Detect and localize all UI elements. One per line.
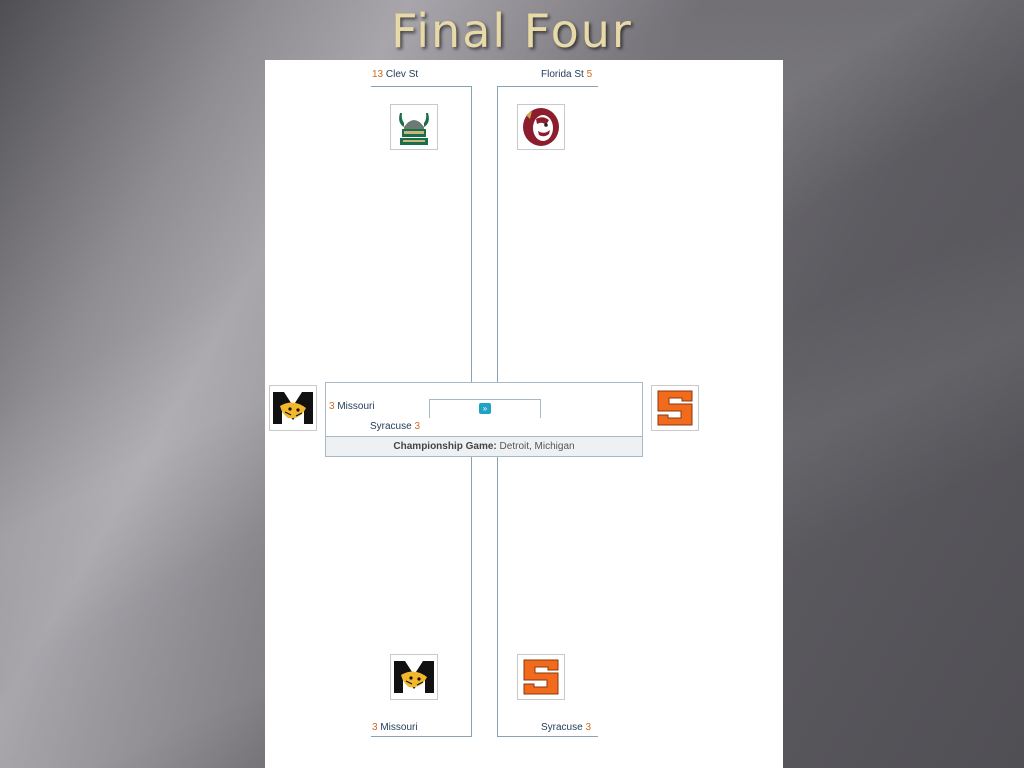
syracuse-logo-side[interactable] xyxy=(651,385,699,431)
team-top-right[interactable]: Florida St 5 xyxy=(541,69,592,80)
bracket-line-top-right xyxy=(497,86,598,87)
seed: 13 xyxy=(372,69,384,80)
slide-title: Final Four xyxy=(391,4,633,58)
team-bottom-right[interactable]: Syracuse 3 xyxy=(541,722,591,733)
seminole-head-icon xyxy=(518,105,564,149)
championship-label: Championship Game: xyxy=(393,441,497,452)
syracuse-s-icon xyxy=(518,655,564,699)
championship-location: Detroit, Michigan xyxy=(499,441,575,452)
championship-team-right[interactable]: Syracuse 3 xyxy=(370,421,420,432)
bracket-line-top-left xyxy=(371,86,472,87)
team-name: Syracuse xyxy=(541,722,583,733)
bracket-line-left-lower xyxy=(471,457,472,737)
seed: 3 xyxy=(585,722,592,733)
championship-team-left[interactable]: 3 Missouri xyxy=(329,401,375,412)
team-name: Missouri xyxy=(380,722,418,733)
missouri-logo-bottom[interactable] xyxy=(390,654,438,700)
championship-footer: Championship Game: Detroit, Michigan xyxy=(326,436,642,456)
cleveland-state-logo[interactable] xyxy=(390,104,438,150)
game-score-box: » xyxy=(429,399,541,418)
bracket-panel: 13 Clev St Florida St 5 xyxy=(265,60,783,768)
bracket-line-right-upper xyxy=(497,86,498,383)
missouri-logo-side[interactable] xyxy=(269,385,317,431)
team-name: Syracuse xyxy=(370,421,412,432)
bracket-line-right-lower xyxy=(497,457,498,737)
bracket-line-bottom-right xyxy=(497,736,598,737)
florida-state-logo[interactable] xyxy=(517,104,565,150)
viking-icon xyxy=(391,105,437,149)
seed: 5 xyxy=(586,69,593,80)
syracuse-logo-bottom[interactable] xyxy=(517,654,565,700)
seed: 3 xyxy=(372,722,378,733)
team-bottom-left[interactable]: 3 Missouri xyxy=(372,722,418,733)
team-name: Missouri xyxy=(337,401,375,412)
missouri-tiger-icon xyxy=(391,655,437,699)
bracket-line-bottom-left xyxy=(371,736,472,737)
team-name: Florida St xyxy=(541,69,584,80)
syracuse-s-icon xyxy=(652,386,698,430)
bracket-line-left-upper xyxy=(471,86,472,383)
championship-box: 3 Missouri Syracuse 3 » Championship Gam… xyxy=(325,382,643,457)
team-top-left[interactable]: 13 Clev St xyxy=(372,69,418,80)
team-name: Clev St xyxy=(385,69,419,80)
missouri-tiger-icon xyxy=(270,386,316,430)
play-forward-icon[interactable]: » xyxy=(479,403,491,414)
seed: 3 xyxy=(414,421,421,432)
seed: 3 xyxy=(329,401,335,412)
